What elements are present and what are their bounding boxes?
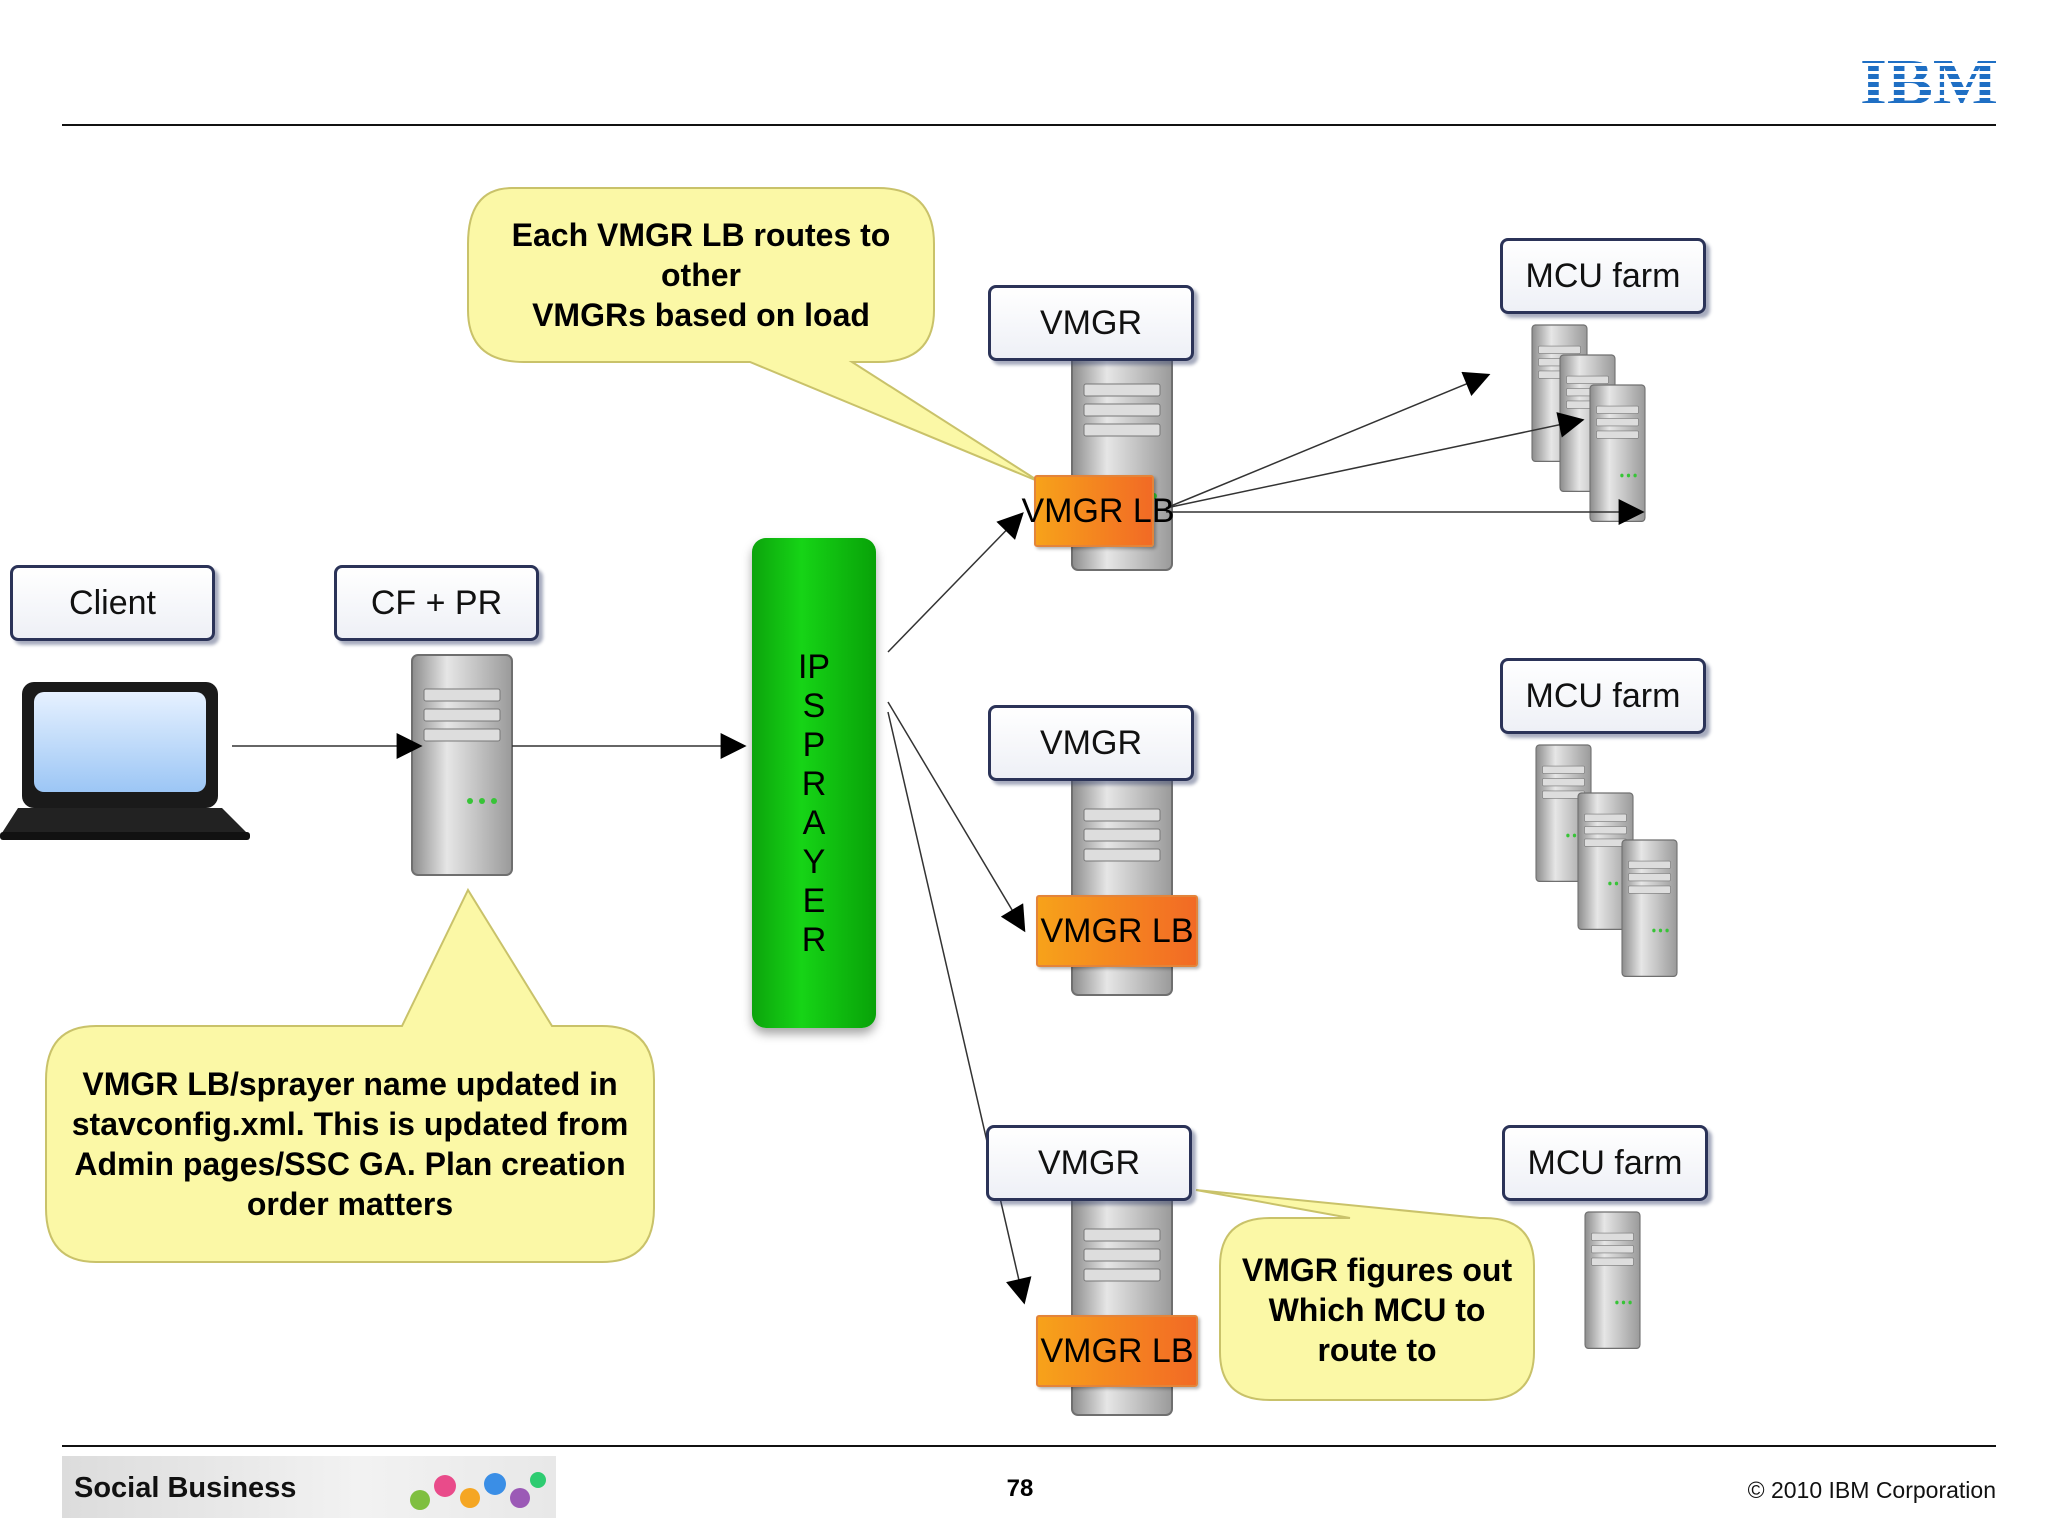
vmgr-2-label: VMGR [988, 705, 1194, 781]
cf-pr-server-icon [411, 654, 513, 876]
vmgr-lb-1-text: VMGR LB [1021, 491, 1175, 530]
callout-bottom-right-shape [1195, 1189, 1535, 1401]
callout-left-line-2: stavconfig.xml. This is updated from [71, 1106, 629, 1142]
mcu-farm-3-label: MCU farm [1502, 1125, 1708, 1201]
callout-top-shape [467, 187, 1041, 483]
people-icon [410, 1472, 546, 1510]
social-business-banner: Social Business [62, 1456, 556, 1518]
callout-top-line-3: VMGRs based on load [532, 297, 870, 333]
callout-left-shape [45, 887, 655, 1263]
vmgr-lb-2-text: VMGR LB [1040, 911, 1194, 950]
mcu-farm-2-label: MCU farm [1500, 658, 1706, 734]
footer-divider [62, 1445, 1996, 1447]
mcu-farm-3-label-text: MCU farm [1527, 1143, 1683, 1182]
callout-left-line-1: VMGR LB/sprayer name updated in [82, 1066, 618, 1102]
cf-pr-label-text: CF + PR [370, 583, 503, 622]
vmgr-3-label-text: VMGR [1038, 1143, 1140, 1182]
arrow-sprayer-to-vmgr-lb-2 [887, 701, 1026, 933]
vmgr-1-label-text: VMGR [1040, 303, 1142, 342]
callout-top-line-1: Each VMGR LB routes to [511, 217, 891, 253]
mcu-farm-2-servers-icon [1535, 744, 1678, 978]
ip-sprayer-label: IP S P R A Y E R [797, 648, 831, 959]
callout-top-line-2: other [661, 257, 741, 293]
callout-left-line-3: Admin pages/SSC GA. Plan creation [74, 1146, 626, 1182]
laptop-icon [0, 682, 250, 840]
callout-left-line-4: order matters [246, 1186, 454, 1222]
cf-pr-label: CF + PR [334, 565, 539, 641]
social-business-label: Social Business [74, 1472, 297, 1504]
vmgr-lb-3-text: VMGR LB [1040, 1331, 1194, 1370]
arrow-sprayer-to-vmgr-lb-1 [887, 512, 1024, 653]
callout-br-line-1: VMGR figures out [1241, 1252, 1513, 1288]
arrow-sprayer-to-vmgr-lb-3 [887, 711, 1032, 1305]
callout-br-line-3: route to [1317, 1332, 1437, 1368]
vmgr-3-label: VMGR [986, 1125, 1192, 1201]
arrow-lb-to-mcu-a [1165, 371, 1491, 509]
mcu-farm-1-servers-icon [1531, 324, 1646, 523]
header-divider [62, 124, 1996, 126]
page-number: 78 [1006, 1475, 1034, 1502]
ip-sprayer-bar [752, 538, 876, 1028]
mcu-farm-3-server-icon [1584, 1211, 1641, 1350]
mcu-farm-1-label: MCU farm [1500, 238, 1706, 314]
vmgr-lb-1: VMGR LB [1021, 475, 1175, 547]
ibm-logo: IBM [1860, 50, 1998, 108]
copyright-text: © 2010 IBM Corporation [1747, 1477, 1996, 1503]
vmgr-2-label-text: VMGR [1040, 723, 1142, 762]
callout-br-line-2: Which MCU to [1268, 1292, 1486, 1328]
vmgr-1-label: VMGR [988, 285, 1194, 361]
vmgr-lb-3: VMGR LB [1036, 1315, 1198, 1387]
mcu-farm-1-label-text: MCU farm [1525, 256, 1681, 295]
callout-left-text: VMGR LB/sprayer name updated in stavconf… [48, 1064, 652, 1224]
client-label-text: Client [69, 583, 156, 622]
arrow-lb-to-mcu-b [1165, 412, 1585, 509]
ibm-logo-text: IBM [1860, 50, 1998, 108]
mcu-farm-2-label-text: MCU farm [1525, 676, 1681, 715]
callout-bottom-right-text: VMGR figures out Which MCU to route to [1222, 1250, 1532, 1370]
callout-top-text: Each VMGR LB routes to other VMGRs based… [470, 215, 932, 335]
vmgr-lb-2: VMGR LB [1036, 895, 1198, 967]
client-label: Client [10, 565, 215, 641]
